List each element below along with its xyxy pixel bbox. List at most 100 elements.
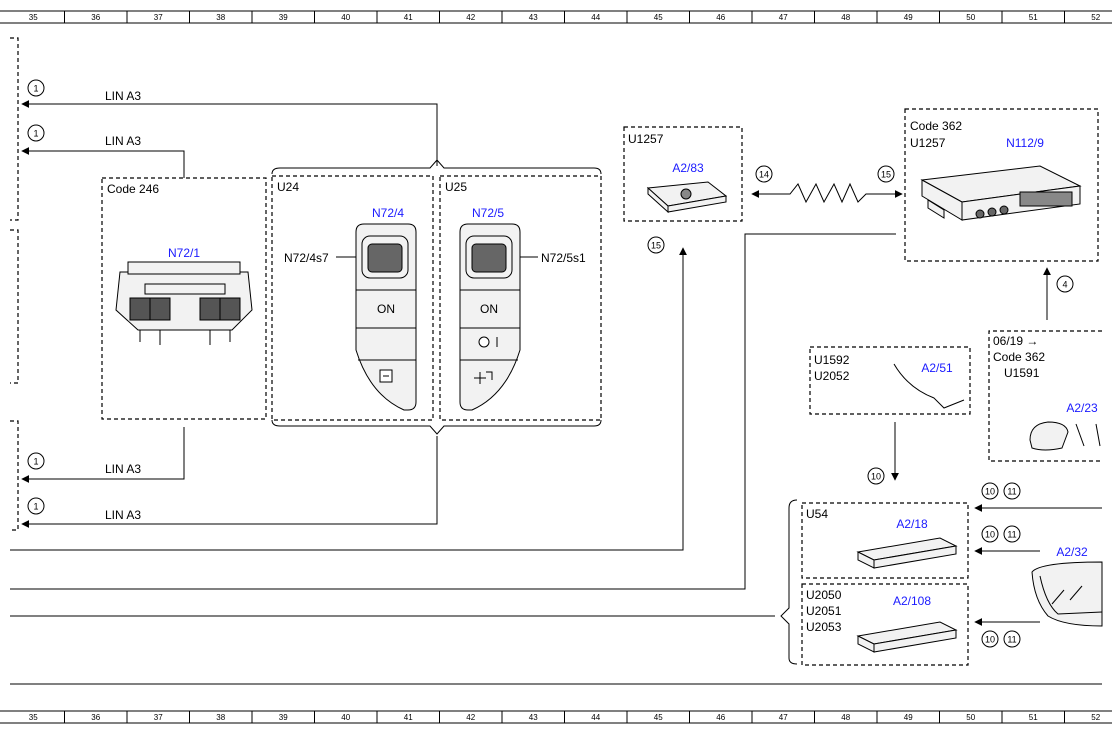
u1257-label: U1257	[628, 132, 664, 146]
ruler-column-number: 43	[529, 13, 538, 22]
steering-switch-panel-left: ON	[355, 223, 417, 411]
lin-connection-4: 1 LIN A3	[21, 436, 438, 528]
a2-32-label: A2/32	[1056, 545, 1088, 559]
left-partial-box-bottom	[10, 420, 19, 531]
ruler-column-number: 44	[591, 713, 600, 722]
ruler-column-number: 47	[779, 713, 788, 722]
ruler-column-number: 37	[154, 13, 163, 22]
ruler-column-number: 35	[29, 713, 38, 722]
antenna-amplifier-a2-108-drawing	[856, 621, 958, 653]
ruler-column-number: 43	[529, 713, 538, 722]
steering-switch-panel-right: ON	[459, 223, 521, 411]
on-button-label: ON	[377, 302, 395, 316]
left-partial-box-mid	[10, 229, 19, 384]
marker-10: 10	[871, 472, 881, 482]
ruler-column-number: 48	[841, 13, 850, 22]
lin-connection-2: 1 LIN A3	[21, 124, 185, 178]
n72-4s7-label: N72/4s7	[284, 251, 329, 265]
connection-line-n112-9	[10, 233, 896, 590]
ruler-column-number: 35	[29, 13, 38, 22]
n112-9-label: N112/9	[1006, 136, 1044, 150]
date-0619-label: 06/19 →	[993, 334, 1038, 348]
lin-a3-label: LIN A3	[105, 508, 141, 522]
communication-module-drawing	[920, 165, 1082, 221]
antenna-module-a2-83-drawing	[646, 181, 728, 214]
ruler-column-number: 37	[154, 713, 163, 722]
marker-11: 11	[1007, 635, 1016, 645]
signal-input-a2-18-bottom: 10 11	[974, 525, 1040, 555]
on-button-label: ON	[480, 302, 498, 316]
ruler-column-number: 40	[341, 713, 350, 722]
ruler-column-number: 39	[279, 713, 288, 722]
ruler-column-number: 42	[466, 13, 475, 22]
ruler-column-number: 40	[341, 13, 350, 22]
component-box-a2-18: U54 A2/18	[801, 502, 969, 579]
u24-label: U24	[277, 180, 299, 194]
marker-14: 14	[759, 170, 769, 180]
code-246-label: Code 246	[107, 182, 159, 196]
ruler-column-number: 45	[654, 713, 663, 722]
marker-10: 10	[985, 487, 995, 497]
n72-5s1-label: N72/5s1	[541, 251, 586, 265]
u2052-label: U2052	[814, 369, 850, 383]
marker-1: 1	[33, 129, 38, 139]
marker-1: 1	[33, 457, 38, 467]
lin-connection-1: 1 LIN A3	[21, 79, 438, 166]
marker-4: 4	[1062, 280, 1067, 290]
ruler-column-number: 36	[91, 713, 100, 722]
u54-label: U54	[806, 507, 828, 521]
wireless-link: 14 15	[751, 165, 903, 204]
connection-line-a2-83	[10, 247, 687, 551]
a2-108-label: A2/108	[893, 594, 931, 608]
component-box-n72-1: Code 246 N72/1	[101, 177, 267, 420]
overhead-control-panel-drawing	[115, 261, 253, 345]
marker-1: 1	[33, 84, 38, 94]
component-box-a2-83: U1257 A2/83	[623, 126, 743, 222]
ruler-column-number: 38	[216, 713, 225, 722]
code-362-label: Code 362	[993, 350, 1045, 364]
ruler-column-number: 41	[404, 13, 413, 22]
marker-15: 15	[881, 170, 891, 180]
ruler-column-number: 51	[1029, 13, 1038, 22]
n72-5-label: N72/5	[472, 206, 504, 220]
lin-a3-label: LIN A3	[105, 462, 141, 476]
ruler-column-number: 50	[966, 13, 975, 22]
a2-83-label: A2/83	[672, 161, 704, 175]
a2-18-label: A2/18	[896, 517, 928, 531]
n72-1-label: N72/1	[168, 246, 200, 260]
antenna-amplifier-a2-18-drawing	[856, 537, 958, 569]
n72-4-label: N72/4	[372, 206, 404, 220]
u2053-label: U2053	[806, 620, 842, 634]
ruler-column-number: 44	[591, 13, 600, 22]
component-a2-32: A2/32	[1031, 545, 1103, 627]
component-box-a2-51: U1592 U2052 A2/51	[809, 346, 971, 415]
ruler-column-number: 46	[716, 13, 725, 22]
ruler-column-number: 41	[404, 713, 413, 722]
ruler-column-number: 52	[1091, 13, 1100, 22]
left-partial-box-top	[10, 37, 19, 221]
component-box-a2-108: U2050 U2051 U2053 A2/108	[801, 583, 969, 666]
antenna-wire-drawing	[893, 363, 965, 409]
rear-window-drawing	[1031, 561, 1103, 627]
signal-input-a2-18-top: 10 11	[974, 482, 1102, 512]
ruler-column-number: 39	[279, 13, 288, 22]
marker-15: 15	[651, 241, 661, 251]
mirror-antenna-drawing	[1029, 421, 1101, 451]
switch-group-bracket	[271, 159, 602, 435]
u1591-label: U1591	[1004, 366, 1040, 380]
marker-10: 10	[985, 530, 995, 540]
lin-a3-label: LIN A3	[105, 89, 141, 103]
lin-a3-label: LIN A3	[105, 134, 141, 148]
component-box-n112-9: Code 362 U1257 N112/9	[904, 108, 1099, 262]
ruler-column-number: 51	[1029, 713, 1038, 722]
u1592-label: U1592	[814, 353, 850, 367]
code-362-label: Code 362	[910, 119, 962, 133]
ruler-column-number: 38	[216, 13, 225, 22]
signal-input-a2-108: 10 11	[974, 618, 1040, 648]
ruler-column-number: 52	[1091, 713, 1100, 722]
marker-1: 1	[33, 502, 38, 512]
parking-heater-icon	[474, 371, 493, 384]
